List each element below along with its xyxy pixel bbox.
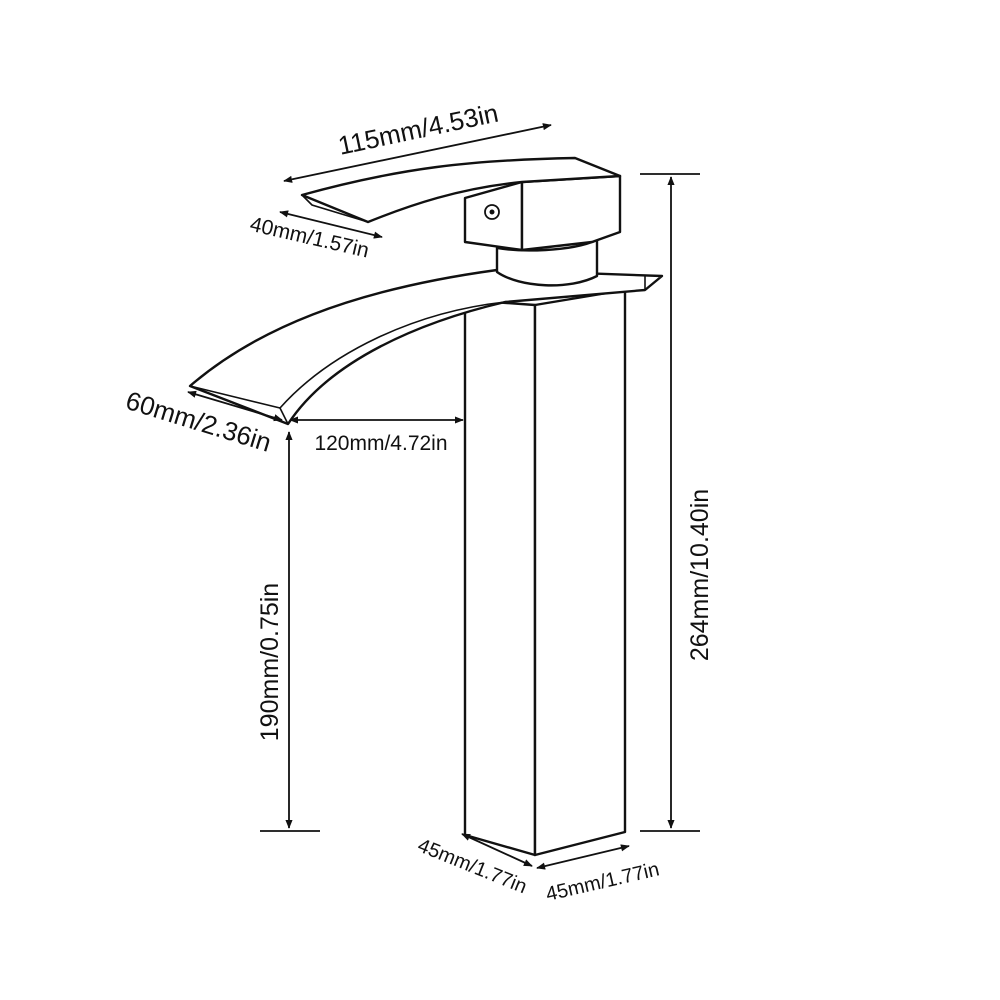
faucet-body xyxy=(463,288,627,857)
dimension-lines xyxy=(187,123,700,870)
spout-reach-label: 120mm/4.72in xyxy=(314,432,447,455)
base-width-label: 45mm/1.77in xyxy=(544,858,662,905)
handle-length-arrow xyxy=(283,123,552,183)
faucet-illustration xyxy=(188,156,664,857)
handle-length-label: 115mm/4.53in xyxy=(335,98,501,161)
base-depth-arrow xyxy=(461,833,533,867)
total-height-label: 264mm/10.40in xyxy=(686,489,714,661)
handle-width-arrow xyxy=(279,210,383,239)
spout-width-arrow xyxy=(187,390,283,422)
spout-height-label: 190mm/0.75in xyxy=(256,583,284,741)
handle-width-label: 40mm/1.57in xyxy=(248,213,371,263)
base-width-arrow xyxy=(536,844,630,870)
